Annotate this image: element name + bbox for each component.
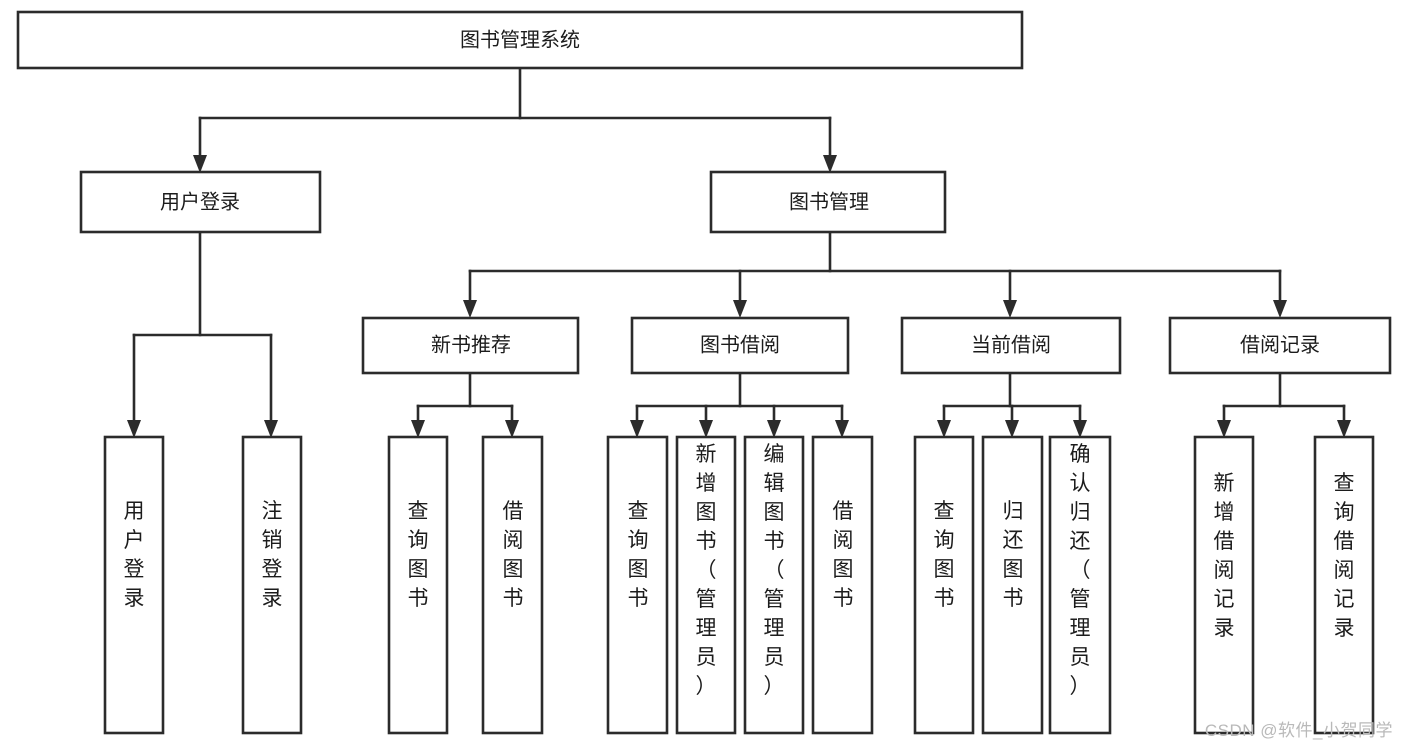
node-leaf-edit-book-admin-box[interactable] [743, 435, 805, 735]
node-leaf-query-borrow-record-box[interactable] [1313, 435, 1375, 735]
node-leaf-borrow-book-2-label: 借阅图书 [833, 500, 854, 610]
node-user-login-box[interactable] [79, 170, 322, 234]
connectors-user-login-children [127, 230, 278, 438]
node-leaf-logout[interactable]: 注销登录 [241, 435, 303, 735]
node-leaf-borrow-book-2-box[interactable] [811, 435, 874, 735]
node-leaf-logout-box[interactable] [241, 435, 303, 735]
node-leaf-confirm-return-admin-label: 确认归还（管理员） [1070, 443, 1091, 698]
node-leaf-query-borrow-record[interactable]: 查询借阅记录 [1313, 435, 1375, 735]
node-leaf-edit-book-admin-label: 编辑图书（管理员） [764, 443, 785, 698]
node-leaf-query-book-3-box[interactable] [913, 435, 975, 735]
node-leaf-add-borrow-record[interactable]: 新增借阅记录 [1193, 435, 1255, 735]
arrowhead-leaf-return-book [1005, 420, 1019, 438]
node-leaf-borrow-book-1[interactable]: 借阅图书 [481, 435, 544, 735]
arrowhead-leaf-query-book-3 [937, 420, 951, 438]
node-current-borrow-box[interactable] [900, 316, 1122, 375]
node-book-manage[interactable]: 图书管理 [709, 170, 947, 234]
arrowhead-current-borrow [1003, 300, 1017, 318]
node-leaf-query-book-1-label: 查询图书 [408, 500, 429, 610]
node-current-borrow[interactable]: 当前借阅 [900, 316, 1122, 375]
node-leaf-query-book-1[interactable]: 查询图书 [387, 435, 449, 735]
node-book-manage-label: 图书管理 [789, 190, 869, 213]
node-leaf-user-login-box[interactable] [103, 435, 165, 735]
watermark: CSDN @软件_小贺同学 [1204, 721, 1393, 740]
node-leaf-query-book-2[interactable]: 查询图书 [606, 435, 669, 735]
node-book-borrow-label: 图书借阅 [700, 333, 780, 356]
node-leaf-query-book-2-label: 查询图书 [628, 500, 649, 610]
arrowhead-leaf-user-login [127, 420, 141, 438]
node-leaf-add-book-admin[interactable]: 新增图书（管理员） [675, 435, 737, 735]
node-root-label: 图书管理系统 [460, 28, 580, 51]
node-leaf-query-borrow-record-label: 查询借阅记录 [1334, 472, 1355, 640]
arrowhead-leaf-add-book-admin [699, 420, 713, 438]
node-leaf-query-book-1-box[interactable] [387, 435, 449, 735]
arrowhead-borrow-record [1273, 300, 1287, 318]
connectors-book-manage-children [463, 230, 1287, 318]
node-leaf-borrow-book-1-label: 借阅图书 [503, 500, 524, 610]
arrowhead-leaf-logout [264, 420, 278, 438]
node-borrow-record-box[interactable] [1168, 316, 1392, 375]
arrowhead-leaf-add-borrow-record [1217, 420, 1231, 438]
node-leaf-add-book-admin-label: 新增图书（管理员） [696, 443, 717, 698]
connectors-current-borrow-children [937, 371, 1087, 438]
node-leaf-query-book-3-label: 查询图书 [934, 500, 955, 610]
node-user-login-label: 用户登录 [160, 190, 240, 213]
arrowhead-leaf-borrow-book-1 [505, 420, 519, 438]
node-leaf-borrow-book-2[interactable]: 借阅图书 [811, 435, 874, 735]
node-leaf-edit-book-admin[interactable]: 编辑图书（管理员） [743, 435, 805, 735]
arrowhead-user-login [193, 155, 207, 173]
node-leaf-user-login[interactable]: 用户登录 [103, 435, 165, 735]
arrowhead-book-manage [823, 155, 837, 173]
node-root[interactable]: 图书管理系统 [16, 10, 1024, 70]
connectors-borrow-record-children [1217, 371, 1351, 438]
node-book-manage-box[interactable] [709, 170, 947, 234]
node-leaf-add-book-admin-box[interactable] [675, 435, 737, 735]
node-new-book-rec-label: 新书推荐 [431, 333, 511, 356]
arrowhead-leaf-edit-book-admin [767, 420, 781, 438]
node-leaf-return-book-box[interactable] [981, 435, 1044, 735]
arrowhead-leaf-confirm-return-admin [1073, 420, 1087, 438]
node-root-box[interactable] [16, 10, 1024, 70]
connectors-book-borrow-children [630, 371, 849, 438]
node-book-borrow-box[interactable] [630, 316, 850, 375]
connectors-root-level [193, 66, 837, 173]
arrowhead-book-borrow [733, 300, 747, 318]
arrowhead-leaf-query-borrow-record [1337, 420, 1351, 438]
arrowhead-leaf-query-book-2 [630, 420, 644, 438]
arrowhead-leaf-query-book-1 [411, 420, 425, 438]
node-leaf-add-borrow-record-box[interactable] [1193, 435, 1255, 735]
arrowhead-new-book-rec [463, 300, 477, 318]
node-leaf-confirm-return-admin[interactable]: 确认归还（管理员） [1048, 435, 1112, 735]
node-new-book-rec[interactable]: 新书推荐 [361, 316, 580, 375]
node-user-login[interactable]: 用户登录 [79, 170, 322, 234]
node-borrow-record[interactable]: 借阅记录 [1168, 316, 1392, 375]
connectors-new-book-rec-children [411, 371, 519, 438]
node-new-book-rec-box[interactable] [361, 316, 580, 375]
node-leaf-query-book-2-box[interactable] [606, 435, 669, 735]
node-leaf-return-book-label: 归还图书 [1003, 500, 1024, 610]
node-leaf-logout-label: 注销登录 [262, 500, 283, 610]
node-leaf-query-book-3[interactable]: 查询图书 [913, 435, 975, 735]
node-current-borrow-label: 当前借阅 [971, 333, 1051, 356]
arrowhead-leaf-borrow-book-2 [835, 420, 849, 438]
node-leaf-user-login-label: 用户登录 [124, 500, 145, 610]
node-leaf-confirm-return-admin-box[interactable] [1048, 435, 1112, 735]
node-borrow-record-label: 借阅记录 [1240, 333, 1320, 356]
node-leaf-return-book[interactable]: 归还图书 [981, 435, 1044, 735]
node-leaf-borrow-book-1-box[interactable] [481, 435, 544, 735]
node-leaf-add-borrow-record-label: 新增借阅记录 [1214, 472, 1235, 640]
node-book-borrow[interactable]: 图书借阅 [630, 316, 850, 375]
